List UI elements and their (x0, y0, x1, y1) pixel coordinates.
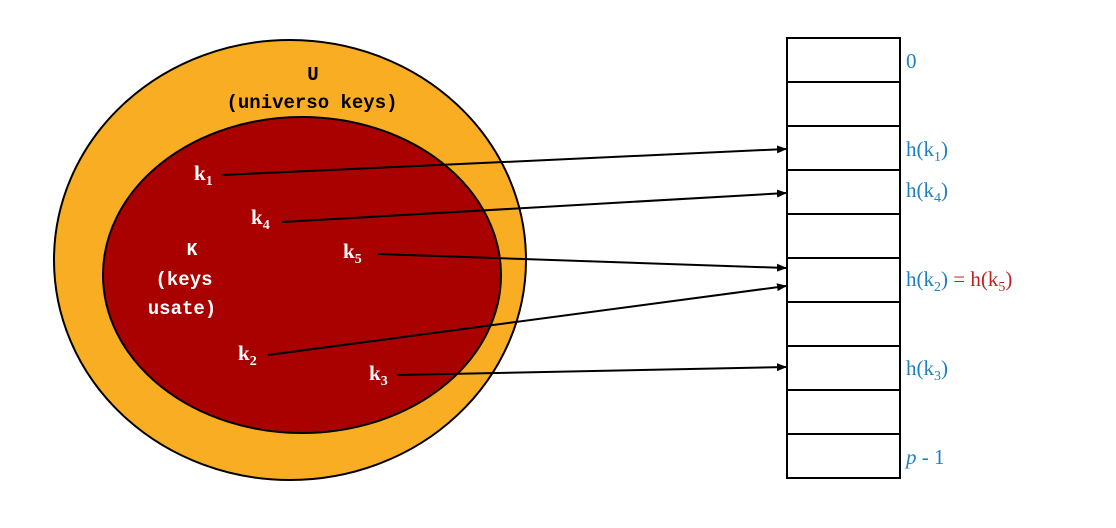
slot-label-h-k1: h(k1) (906, 137, 948, 165)
key-label-k4: k4 (251, 205, 270, 233)
slot-label-collision: h(k2) = h(k5) (906, 267, 1012, 295)
slot-label-0: 0 (906, 49, 917, 73)
arrow-k4 (281, 189, 787, 223)
key-label-k1: k1 (194, 161, 213, 189)
key-label-k3: k3 (369, 361, 388, 389)
hash-table-slot (786, 301, 901, 347)
used-keys-caption-line2: usate) (148, 298, 216, 320)
slot-label-h-k3: h(k3) (906, 356, 948, 384)
universe-caption: (universo keys) (226, 92, 397, 114)
hash-table-slot (786, 125, 901, 171)
hash-table-slot (786, 433, 901, 479)
hash-table-slot (786, 213, 901, 259)
hash-table-slot (786, 81, 901, 127)
used-keys-symbol: K (187, 241, 198, 261)
key-label-k5: k5 (343, 239, 362, 267)
hash-table-slot (786, 389, 901, 435)
hash-table-slot (786, 345, 901, 391)
hash-table-slot (786, 37, 901, 83)
used-keys-set (102, 116, 502, 434)
universe-symbol: U (307, 64, 318, 86)
key-label-k2: k2 (238, 341, 257, 369)
slot-label-h-k4: h(k4) (906, 178, 948, 206)
used-keys-caption-line1: (keys (155, 269, 212, 291)
arrow-k3 (396, 363, 787, 376)
slot-label-last: p - 1 (904, 445, 945, 469)
arrow-k1 (221, 145, 787, 176)
arrow-k5 (377, 253, 787, 272)
arrow-k2 (267, 283, 787, 356)
hash-table-slot (786, 257, 901, 303)
hash-table (786, 37, 901, 479)
hash-table-slot (786, 169, 901, 215)
